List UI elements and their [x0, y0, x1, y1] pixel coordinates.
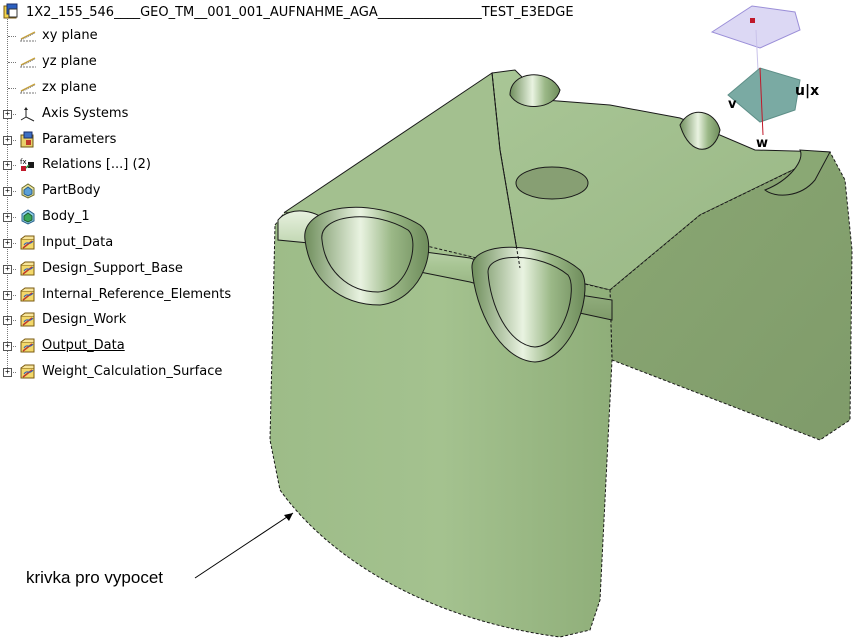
partbody-icon: [18, 182, 38, 200]
compass-top-plane[interactable]: [710, 5, 801, 49]
tree-root-label: 1X2_155_546____GEO_TM__001_001_AUFNAHME_…: [26, 4, 574, 20]
tree-item-input-data[interactable]: Input_Data: [18, 233, 113, 253]
expand-toggle[interactable]: +: [3, 368, 12, 377]
tree-item-label: Output_Data: [42, 338, 125, 353]
geometrical-set-icon: [18, 363, 38, 381]
tree-item-design-support-base[interactable]: Design_Support_Base: [18, 259, 183, 279]
expand-toggle[interactable]: +: [3, 316, 12, 325]
part-top-hole: [515, 166, 589, 200]
compass-body[interactable]: [727, 67, 801, 123]
tree-item-label: Body_1: [42, 209, 90, 224]
expand-toggle[interactable]: +: [3, 161, 12, 170]
geometrical-set-icon: [18, 337, 38, 355]
tree-item-label: Design_Work: [42, 312, 127, 327]
tree-item-label: Axis Systems: [42, 106, 129, 121]
tree-item-label: Parameters: [42, 132, 117, 147]
tree-item-label: Design_Support_Base: [42, 261, 183, 276]
tree-item-label: Weight_Calculation_Surface: [42, 364, 223, 379]
expand-toggle[interactable]: +: [3, 342, 12, 351]
part-model[interactable]: [269, 69, 853, 638]
parameters-icon: [18, 131, 38, 149]
expand-toggle[interactable]: +: [3, 187, 12, 196]
tree-item-label: Input_Data: [42, 235, 114, 250]
tree-root[interactable]: 1X2_155_546____GEO_TM__001_001_AUFNAHME_…: [2, 2, 574, 22]
view-compass[interactable]: v u|x w: [710, 5, 819, 151]
tree-item-xy-plane[interactable]: xy plane: [18, 26, 98, 46]
compass-label-w: w: [756, 136, 768, 151]
geometrical-set-icon: [18, 234, 38, 252]
geometrical-set-icon: [18, 260, 38, 278]
tree-item-parameters[interactable]: Parameters: [18, 130, 116, 150]
tree-item-weight-calculation-surface[interactable]: Weight_Calculation_Surface: [18, 362, 222, 382]
tree-item-output-data[interactable]: Output_Data: [18, 336, 125, 356]
specification-tree[interactable]: 1X2_155_546____GEO_TM__001_001_AUFNAHME_…: [0, 0, 620, 400]
svg-text:fx: fx: [20, 158, 27, 166]
plane-icon: [18, 27, 38, 45]
part-back-notch-2: [679, 111, 721, 150]
tree-item-internal-reference-elements[interactable]: Internal_Reference_Elements: [18, 285, 231, 305]
tree-item-relations-2[interactable]: fx Relations [...] (2): [18, 155, 151, 175]
tree-item-axis-systems[interactable]: Axis Systems: [18, 104, 128, 124]
part-scallop-left: [304, 206, 430, 306]
tree-item-zx-plane[interactable]: zx plane: [18, 78, 97, 98]
tree-item-partbody[interactable]: PartBody: [18, 181, 100, 201]
part-back-notch-1: [509, 74, 561, 107]
compass-label-ux: u|x: [795, 83, 819, 99]
plane-icon: [18, 79, 38, 97]
callout-text: krivka pro vypocet: [26, 568, 163, 587]
geometrical-set-icon: [18, 286, 38, 304]
tree-item-label: xy plane: [42, 28, 98, 43]
tree-item-label: zx plane: [42, 80, 97, 95]
part-right-wall: [609, 151, 853, 441]
body-icon: [18, 208, 38, 226]
tree-item-label: Relations [...] (2): [42, 157, 151, 172]
tree-item-label: PartBody: [42, 183, 101, 198]
expand-toggle[interactable]: +: [3, 110, 12, 119]
tree-item-design-work[interactable]: Design_Work: [18, 310, 126, 330]
compass-label-v: v: [728, 97, 737, 112]
expand-toggle[interactable]: +: [3, 136, 12, 145]
geometrical-set-icon: [18, 311, 38, 329]
plane-icon: [18, 53, 38, 71]
part-icon: [2, 3, 22, 21]
expand-toggle[interactable]: +: [3, 239, 12, 248]
tree-item-label: yz plane: [42, 54, 97, 69]
expand-toggle[interactable]: +: [3, 213, 12, 222]
callout-leader: [194, 512, 294, 579]
part-back-notch-3: [764, 149, 831, 196]
relations-icon: fx: [18, 156, 38, 174]
tree-item-yz-plane[interactable]: yz plane: [18, 52, 97, 72]
tree-item-body-1[interactable]: Body_1: [18, 207, 90, 227]
expand-toggle[interactable]: +: [3, 291, 12, 300]
axis-systems-icon: [18, 105, 38, 123]
tree-item-label: Internal_Reference_Elements: [42, 287, 232, 302]
expand-toggle[interactable]: +: [3, 265, 12, 274]
